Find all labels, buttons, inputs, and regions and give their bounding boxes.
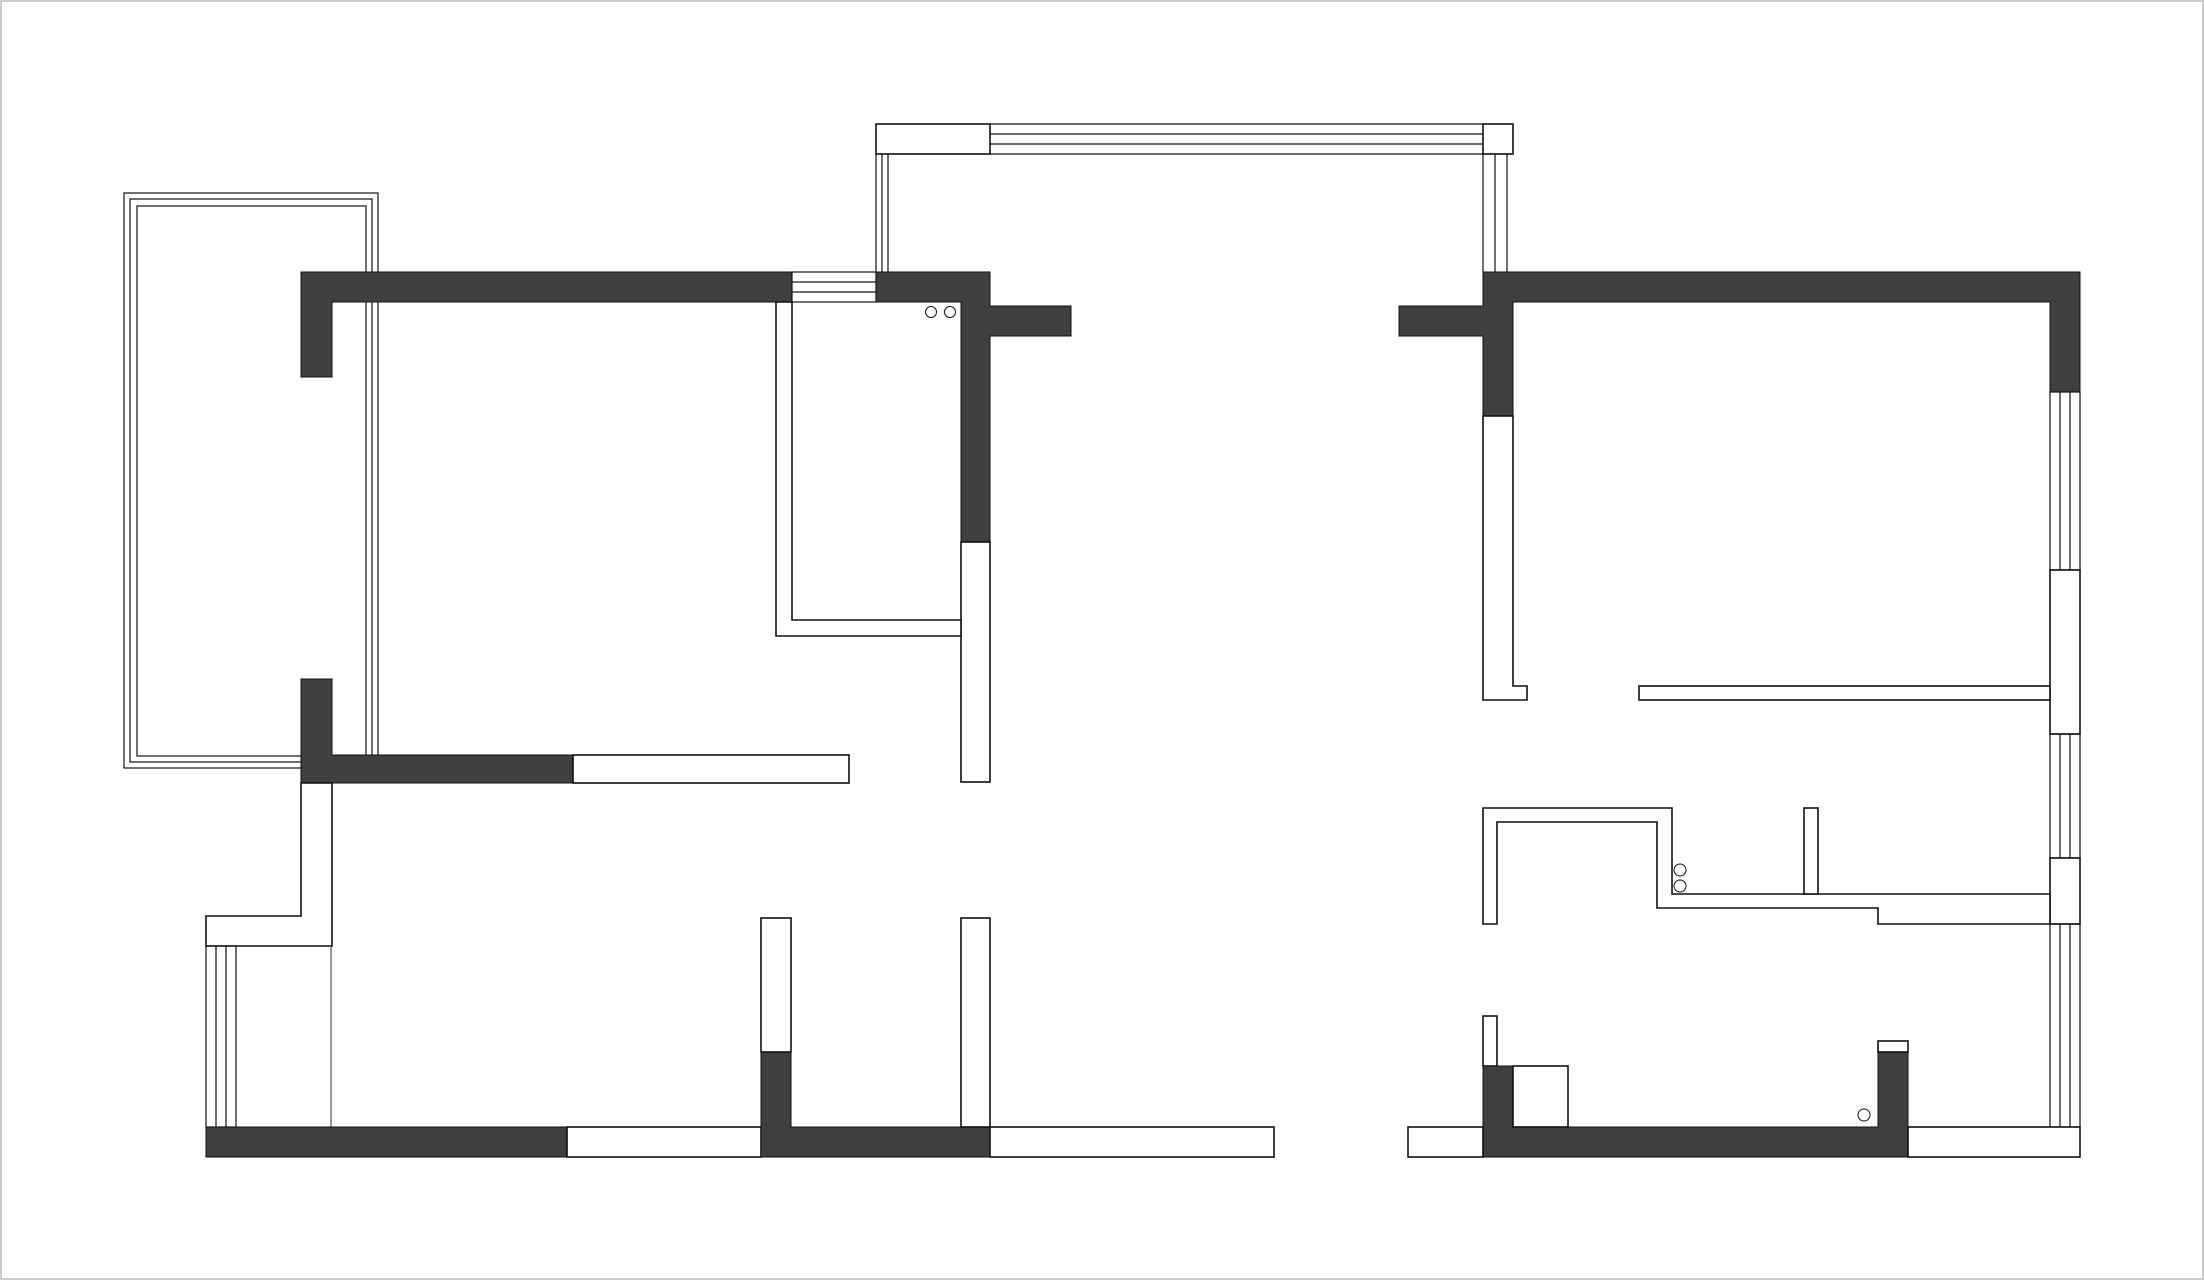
center-top-window-frame (875, 123, 1514, 272)
right-unit (1398, 271, 2081, 1158)
left-middle-hollow-wall (572, 754, 850, 784)
right-small-partition (1803, 807, 1819, 895)
fixture-circle (1673, 879, 1687, 893)
left-lower-side-wall (205, 782, 333, 947)
right-small-cap (1877, 1040, 1909, 1053)
left-top-wall (300, 271, 793, 378)
right-cabinet-box (1512, 1065, 1569, 1128)
left-top-right-pillar (875, 271, 1072, 543)
right-window-middle (2049, 733, 2081, 859)
left-middle-wall (300, 678, 574, 784)
left-bottom-wall-solid (205, 1126, 568, 1158)
left-unit (123, 192, 1275, 1158)
left-inner-room-wall (775, 301, 962, 637)
left-partition-b (960, 917, 991, 1128)
fixture-circle (1673, 863, 1687, 877)
right-top-wall (1398, 271, 2081, 417)
right-side-hollow-middle (2049, 857, 2081, 925)
left-bottom-right-wall (989, 1126, 1275, 1158)
right-bottom-left-hollow (1407, 1126, 1484, 1158)
fixture-circle (1857, 1108, 1871, 1122)
right-window-upper (2049, 391, 2081, 571)
right-bath-wall (1482, 807, 2051, 925)
right-left-hollow-wall (1482, 415, 1528, 701)
fixture-circle (925, 306, 937, 318)
left-balcony-railing (123, 192, 379, 769)
right-horizontal-partition (1638, 685, 2051, 701)
left-hollow-wall-vertical (960, 541, 991, 783)
right-bottom-right-hollow (1907, 1126, 2081, 1158)
left-bottom-center-wall (760, 1051, 991, 1158)
left-bottom-wall-hollow (566, 1126, 762, 1158)
left-lower-window (205, 945, 237, 1128)
left-partition-a (760, 917, 792, 1053)
left-top-window (791, 271, 877, 303)
right-side-hollow-upper (2049, 569, 2081, 735)
fixture-circle (944, 306, 956, 318)
right-lower-stub (1482, 1015, 1498, 1067)
right-window-lower (2049, 923, 2081, 1128)
